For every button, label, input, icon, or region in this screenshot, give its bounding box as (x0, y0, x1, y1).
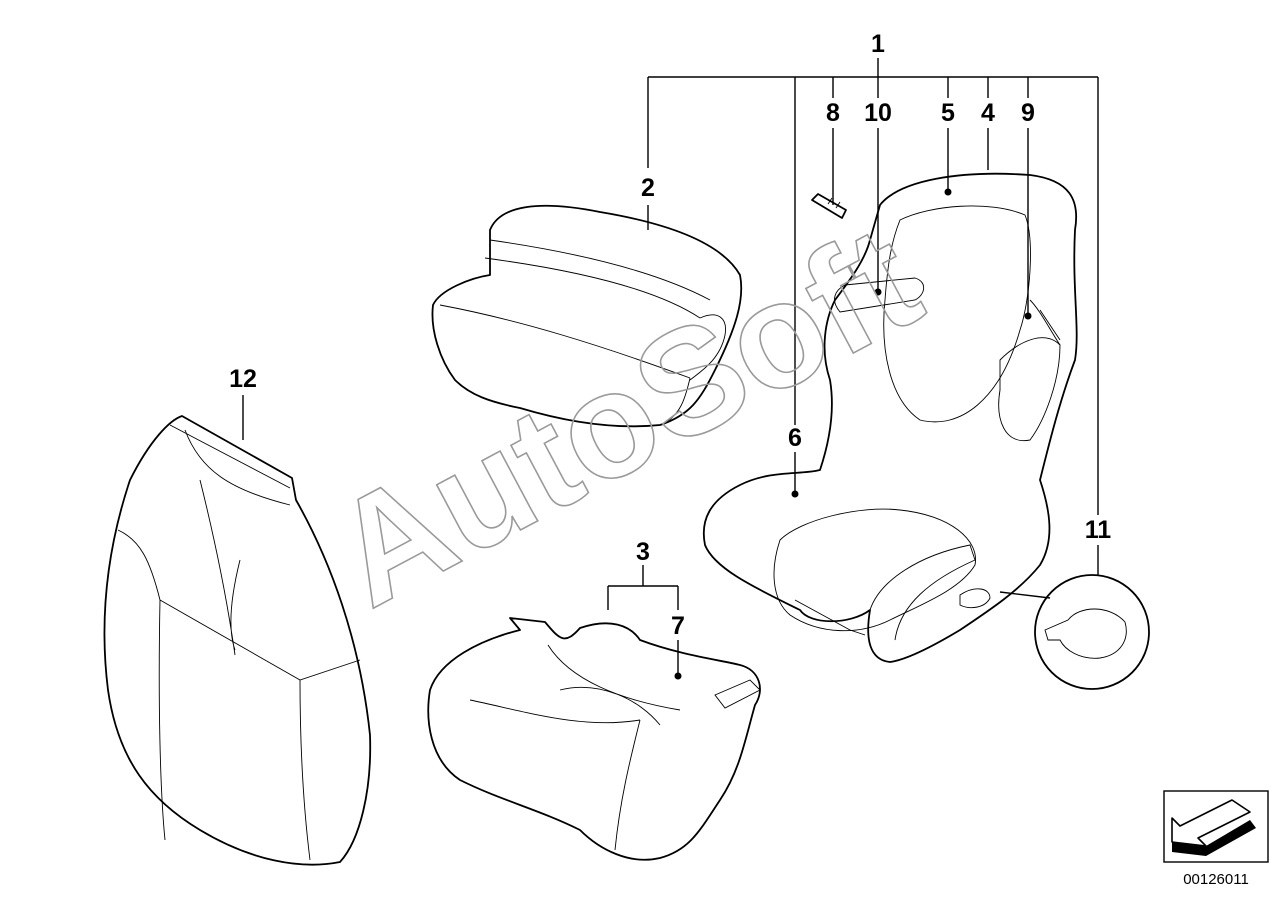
callout-12: 12 (229, 365, 257, 393)
diagram-code: 00126011 (1183, 871, 1249, 888)
callout-10: 10 (864, 99, 892, 127)
callout-3: 3 (636, 538, 650, 566)
callout-1: 1 (871, 30, 885, 58)
callout-6: 6 (788, 424, 802, 452)
arrow-left-down-icon (1163, 790, 1269, 863)
callout-5: 5 (941, 99, 955, 127)
part-8-bolt (811, 193, 847, 219)
callout-8: 8 (826, 99, 840, 127)
part-1-seat-assembly (702, 172, 1078, 663)
part-2-cushion (431, 204, 743, 428)
callout-9: 9 (1021, 99, 1035, 127)
callout-4: 4 (981, 99, 995, 127)
leader-lines (242, 58, 1099, 676)
leader-dots (674, 188, 1032, 680)
part-12-seat-cover (103, 415, 372, 866)
callout-7: 7 (671, 612, 685, 640)
part-11-detail-circle (999, 574, 1150, 690)
part-3-seat-cushion (427, 617, 761, 861)
callout-11: 11 (1085, 516, 1112, 544)
callout-2: 2 (641, 174, 655, 202)
